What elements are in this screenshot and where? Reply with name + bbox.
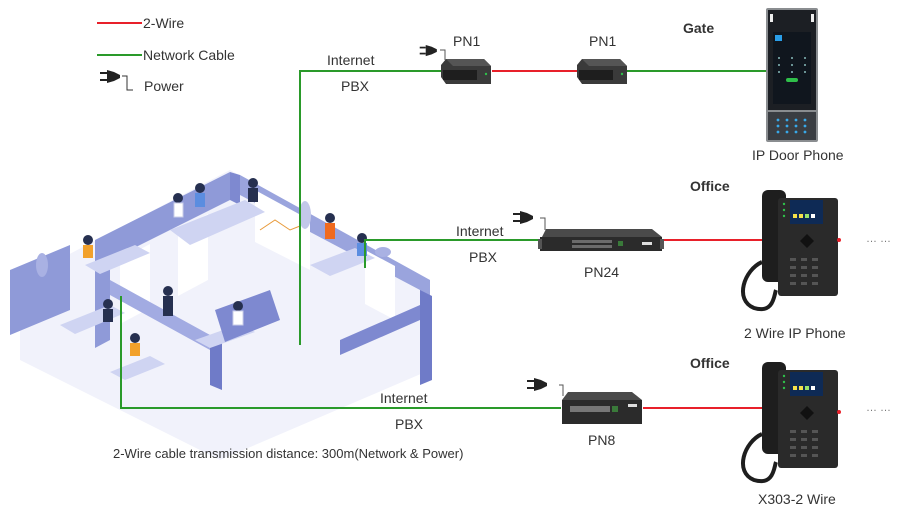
bottom-link-pbx-label: PBX bbox=[395, 416, 424, 432]
pn8-power-plug-icon bbox=[527, 378, 547, 391]
x303-2wire-phone-device bbox=[741, 362, 841, 484]
x303-phone-more: … … bbox=[866, 402, 892, 414]
pn24-label: PN24 bbox=[584, 264, 620, 280]
pn1-left-device bbox=[441, 59, 491, 84]
x303-phone-label: X303-2 Wire bbox=[758, 491, 836, 507]
office-illustration bbox=[10, 170, 432, 460]
legend-power-label: Power bbox=[144, 78, 184, 94]
transmission-distance-note: 2-Wire cable transmission distance: 300m… bbox=[113, 446, 464, 461]
pn1-power-plug-icon bbox=[419, 45, 437, 57]
legend-network-cable-label: Network Cable bbox=[143, 47, 235, 63]
middle-link-internet-label: Internet bbox=[456, 223, 504, 239]
pn1-right-device bbox=[577, 59, 627, 84]
pn1-left-label: PN1 bbox=[453, 33, 481, 49]
top-link-internet-label: Internet bbox=[327, 52, 375, 68]
network-cable-middle bbox=[364, 239, 540, 268]
pn8-label: PN8 bbox=[588, 432, 616, 448]
middle-link-pbx-label: PBX bbox=[469, 249, 498, 265]
bottom-link-internet-label: Internet bbox=[380, 390, 428, 406]
legend-two-wire-label: 2-Wire bbox=[143, 15, 185, 31]
pn24-power-plug-icon bbox=[513, 211, 533, 224]
pn1-right-label: PN1 bbox=[589, 33, 617, 49]
network-cable-top bbox=[299, 70, 445, 345]
gate-location-label: Gate bbox=[683, 20, 715, 36]
pn8-device bbox=[562, 392, 642, 424]
two-wire-ip-phone-device bbox=[741, 190, 841, 312]
two-wire-phone-more: … … bbox=[866, 233, 892, 245]
top-link-pbx-label: PBX bbox=[341, 78, 370, 94]
network-cable-bottom bbox=[120, 296, 561, 409]
office-location-label-2: Office bbox=[690, 355, 730, 371]
power-plug-icon bbox=[100, 70, 120, 83]
ip-door-phone-label: IP Door Phone bbox=[752, 147, 844, 163]
ip-door-phone-device bbox=[766, 8, 818, 142]
pn24-device bbox=[538, 229, 664, 251]
office-location-label-1: Office bbox=[690, 178, 730, 194]
two-wire-ip-phone-label: 2 Wire IP Phone bbox=[744, 325, 846, 341]
